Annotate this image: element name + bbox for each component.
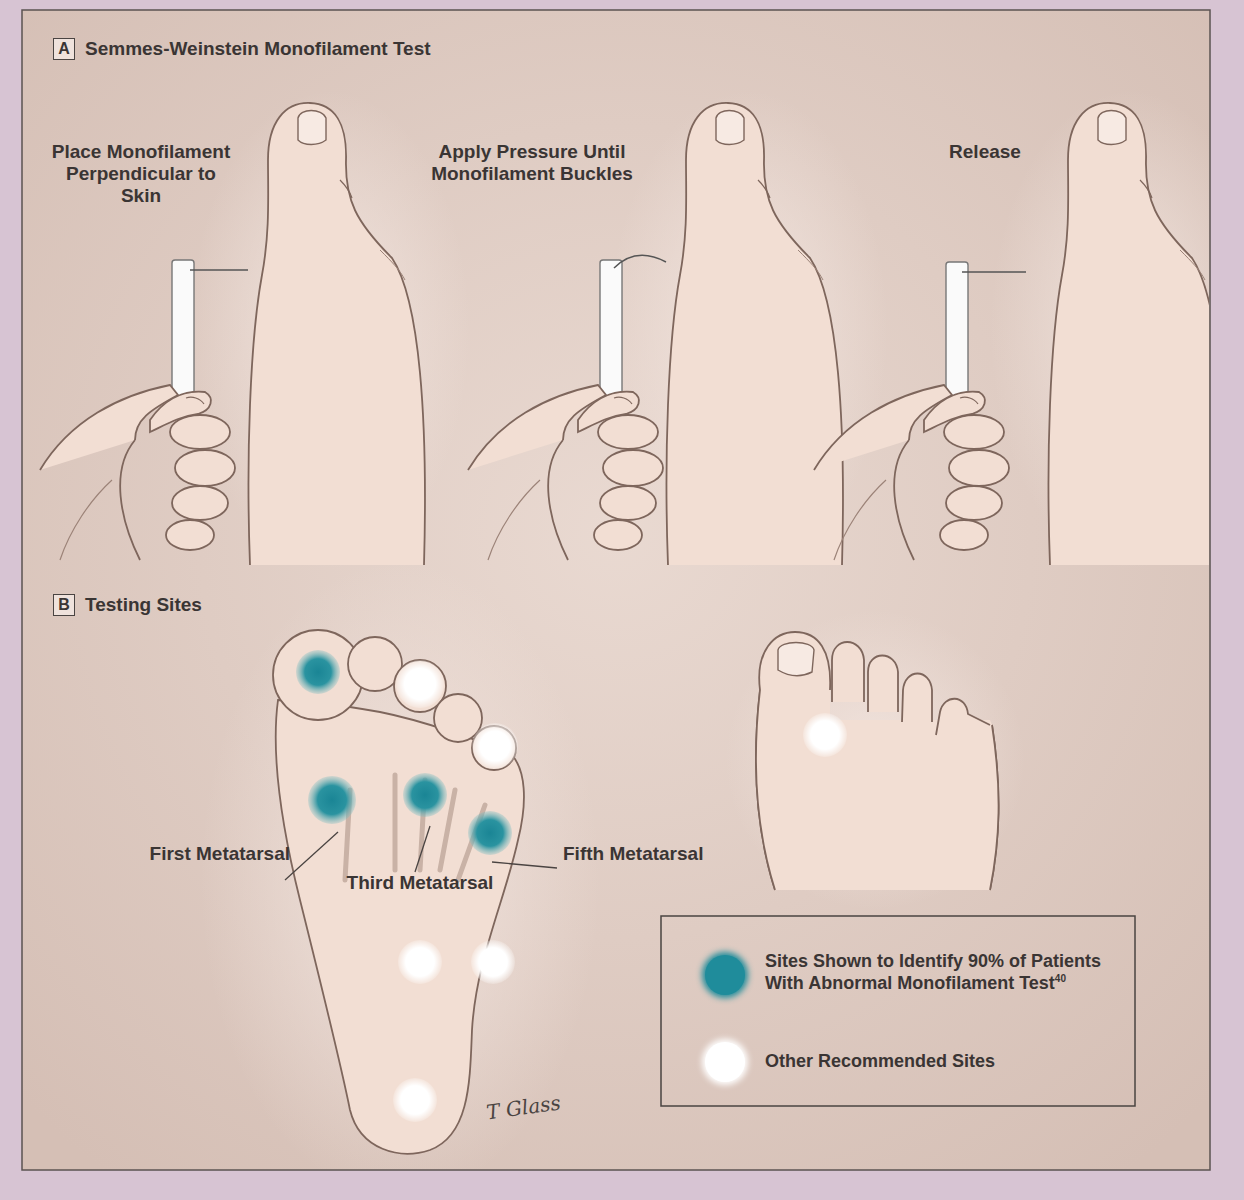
legend-text: Sites Shown to Identify 90% of Patients … <box>765 951 1101 993</box>
legend-text: Other Recommended Sites <box>765 1051 995 1071</box>
panel-title: Testing Sites <box>85 594 202 616</box>
panel-letter: A <box>53 38 75 60</box>
step-label: Release <box>915 141 1055 163</box>
panel-letter: B <box>53 594 75 616</box>
step-label: Apply Pressure Until Monofilament Buckle… <box>422 141 642 185</box>
part-label: First Metatarsal <box>130 843 290 865</box>
panel-heading: A Semmes-Weinstein Monofilament Test <box>53 38 431 60</box>
part-label: Fifth Metatarsal <box>563 843 723 865</box>
panel-heading: B Testing Sites <box>53 594 202 616</box>
legend-swatch <box>705 955 745 995</box>
legend-text-wrap: Sites Shown to Identify 90% of Patients … <box>765 950 1110 994</box>
citation-number: 40 <box>1055 973 1066 984</box>
signature: T Glass <box>485 1086 597 1123</box>
step-label: Place Monofilament Perpendicular to Skin <box>50 141 232 207</box>
panel-title: Semmes-Weinstein Monofilament Test <box>85 38 431 60</box>
legend-text-wrap: Other Recommended Sites <box>765 1050 1110 1072</box>
legend-swatch <box>705 1042 745 1082</box>
part-label: Third Metatarsal <box>340 872 500 894</box>
